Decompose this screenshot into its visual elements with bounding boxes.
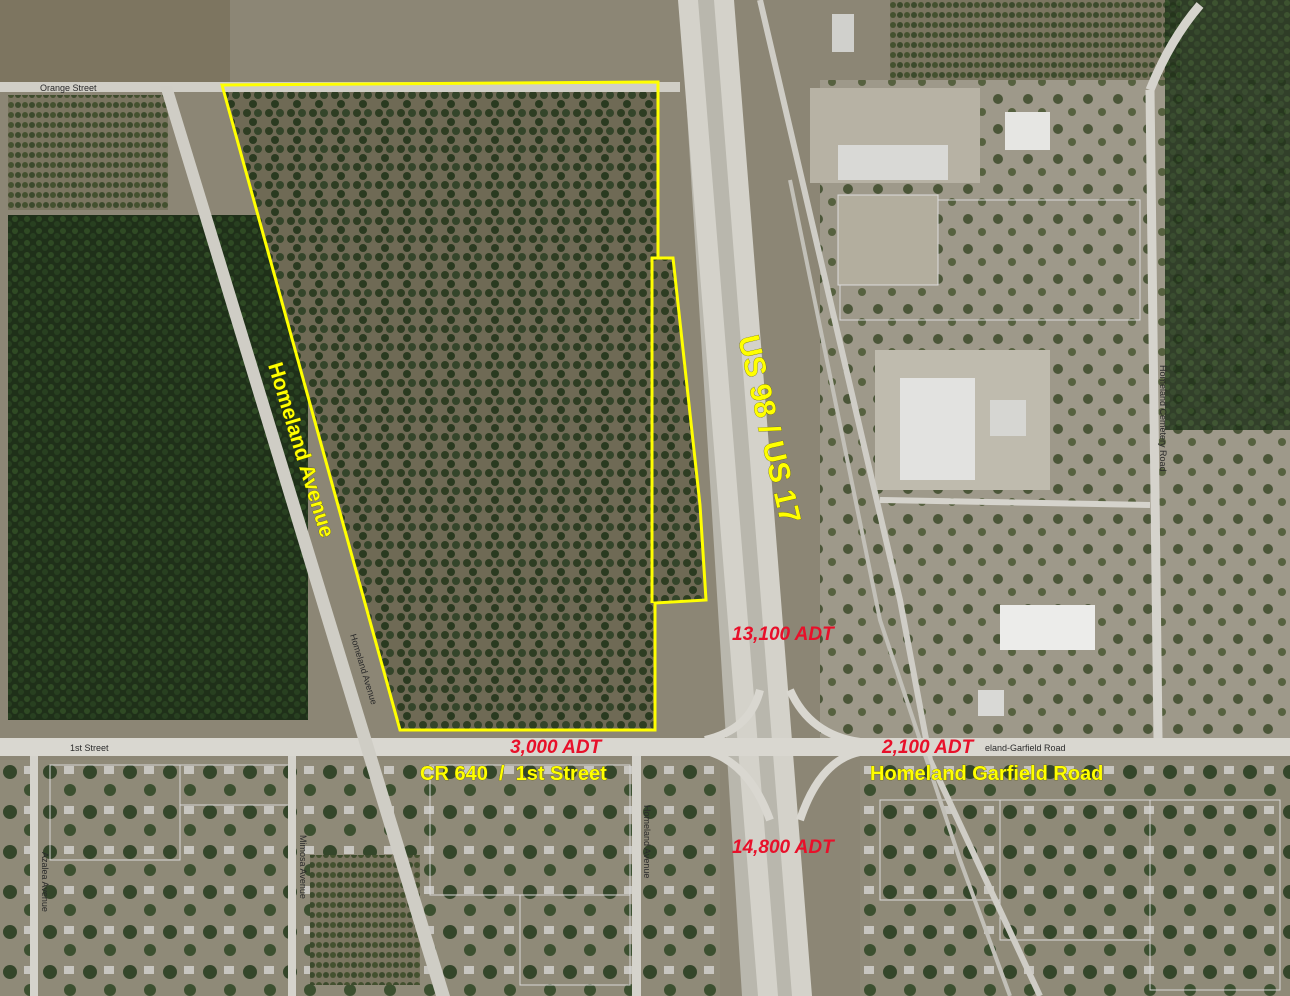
garfield-road-small-label: eland-Garfield Road (985, 743, 1066, 753)
substation (837, 194, 939, 286)
west-forest (8, 215, 308, 720)
ramp-se (796, 748, 861, 822)
adt-south-label: 14,800 ADT (732, 837, 835, 858)
east-access-road (879, 497, 1151, 508)
ramp-ne (786, 688, 861, 746)
homeland-avenue-road (160, 86, 450, 996)
warehouse-2 (990, 400, 1026, 436)
building-1 (838, 145, 948, 180)
building-2 (1005, 112, 1050, 150)
azalea-avenue-label: Azalea Avenue (40, 852, 50, 912)
subject-parcel-outline[interactable] (220, 80, 708, 732)
parcel-inner-line (650, 256, 658, 603)
cr640-label: CR 640 / 1st Street (420, 763, 607, 785)
nw-grove (8, 95, 168, 210)
parcel-trees (222, 82, 706, 730)
azalea-road (30, 756, 38, 996)
warehouse (900, 378, 975, 480)
se-neighborhood (860, 760, 1290, 996)
homeland-garfield-label: Homeland Garfield Road (870, 763, 1103, 785)
cemetery-road (1145, 89, 1163, 739)
first-street-label: 1st Street (70, 743, 109, 753)
cemetery-road-north (1145, 2, 1204, 92)
adt-east-label: 2,100 ADT (881, 737, 975, 758)
orange-street-road (0, 82, 680, 92)
mimosa-road (288, 756, 296, 996)
first-street-road (0, 738, 1290, 756)
mimosa-avenue-label: Mimosa Avenue (298, 835, 308, 899)
ne-grove (890, 0, 1180, 80)
homeland-cemetery-road-label: Homeland Cemetery Road (1158, 365, 1168, 472)
building-5 (978, 690, 1004, 716)
railroad (757, 0, 1043, 996)
adt-west-label: 3,000 ADT (510, 737, 603, 758)
far-east-forest (1165, 0, 1290, 430)
adt-north-label: 13,100 ADT (732, 624, 835, 645)
building-4 (1000, 605, 1095, 650)
ramp-nw (704, 688, 764, 744)
homeland-avenue-south-label: Homeland Avenue (642, 805, 652, 878)
orange-street-label: Orange Street (40, 83, 97, 93)
homeland-ave-south-road (632, 756, 641, 996)
nw-field (0, 0, 230, 90)
ramp-sw (708, 748, 774, 822)
building-3 (832, 14, 854, 52)
